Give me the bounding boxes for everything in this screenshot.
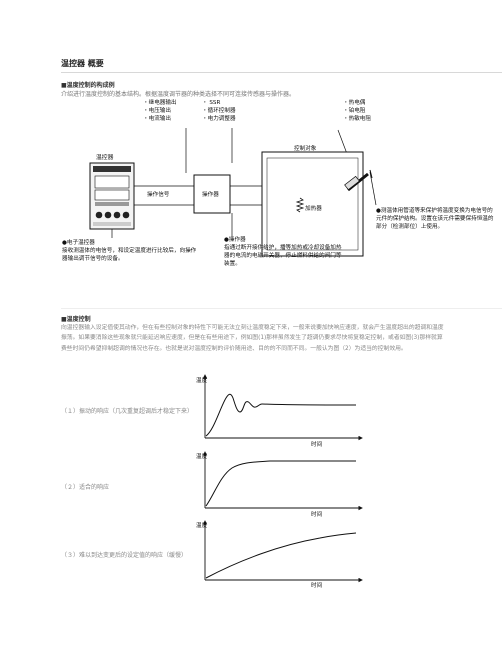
section-heading-composition: ■温度控制的构成例 [61, 82, 115, 89]
sensor-note-body: 用管道等来保护将温度变换为电信号的元件的保护结构。设置在该元件需要保持恒温的部分… [376, 208, 494, 230]
output-item: ・电压输出 [143, 108, 171, 114]
controlled-object-box [261, 151, 364, 257]
response-graph-3: 温度 时间 [196, 520, 363, 589]
section-intro: 介绍进行温度控制的基本结构。根据温度调节器的种类选择不同可连接传感器与操作器。 [61, 91, 296, 98]
response-label-1: （１）振动的响应（几次重复超调后才稳定下来） [61, 408, 194, 415]
response-graph-1: 温度 时间 [196, 374, 363, 448]
divider [61, 308, 502, 309]
actuator-label: 操作器 [202, 190, 219, 198]
sensor-note-title: ●测温体 [376, 208, 398, 214]
controlled-object-inner [266, 157, 359, 251]
xlabel: 时间 [311, 510, 323, 518]
sensor-list: ・热电偶 ・铂电阻 ・热敏电阻 [343, 99, 371, 123]
output-item: ・循环控制器 [202, 108, 236, 114]
heater-label: 加热器 [305, 204, 322, 212]
page-title: 温控器 概要 [61, 59, 104, 68]
actuator-note: ●操作器 指通过断开接供给护，播等加热或冷却设备加热器的电流的电磁开关器，停止燃… [224, 236, 346, 268]
controller-note: ●电子温控器 接收测温体的电信号，和设定温度进行比较后，向操作器输出调节信号的设… [62, 239, 200, 263]
actuator-box [193, 174, 231, 214]
object-label: 控制对象 [294, 144, 317, 152]
controller-label: 温控器 [96, 153, 114, 161]
ylabel: 温度 [196, 376, 208, 384]
actuator-note-body: 指通过断开接供给护，播等加热或冷却设备加热器的电流的电磁开关器，停止燃料供给的阀… [224, 245, 342, 267]
response-label-3: （３）难以到达变更后的设定值的响应（缓慢） [61, 552, 188, 559]
output-item: ・ SSR [202, 100, 221, 106]
response-graph-2: 温度 时间 [196, 451, 363, 518]
controller-note-title: ●电子温控器 [62, 240, 95, 246]
sensor-item: ・铂电阻 [343, 108, 366, 114]
response-label-2: （２）适合的响应 [61, 484, 110, 491]
xlabel: 时间 [311, 581, 323, 589]
heater-coil [295, 197, 305, 213]
sensor-note: ●测温体用管道等来保护将温度变换为电信号的元件的保护结构。设置在该元件需要保持恒… [376, 207, 496, 231]
xlabel: 时间 [311, 440, 323, 448]
output-item: ・电力调整器 [202, 116, 236, 122]
temperature-controller-device [89, 162, 135, 230]
ylabel: 温度 [196, 521, 208, 529]
output-list-1: ・继电器输出 ・电压输出 ・电流输出 [143, 99, 177, 123]
actuator-note-title: ●操作器 [224, 237, 246, 243]
control-paragraph: 向温控器输入设定值使其动作，但在有些控制对象的特性下可能无法立刻让温度稳定下来，… [61, 325, 444, 352]
signal-label: 操作信号 [147, 190, 170, 198]
output-list-2: ・ SSR ・循环控制器 ・电力调整器 [202, 99, 236, 123]
output-item: ・电流输出 [143, 116, 171, 122]
sensor-item: ・热敏电阻 [343, 116, 371, 122]
controller-note-body: 接收测温体的电信号，和设定温度进行比较后，向操作器输出调节信号的设备。 [62, 248, 197, 262]
sensor-item: ・热电偶 [343, 100, 366, 106]
divider [61, 72, 502, 73]
section-heading-control: ■温度控制 [61, 316, 91, 323]
ylabel: 温度 [196, 452, 208, 460]
output-item: ・继电器输出 [143, 100, 177, 106]
temperature-sensor-probe [344, 169, 373, 192]
